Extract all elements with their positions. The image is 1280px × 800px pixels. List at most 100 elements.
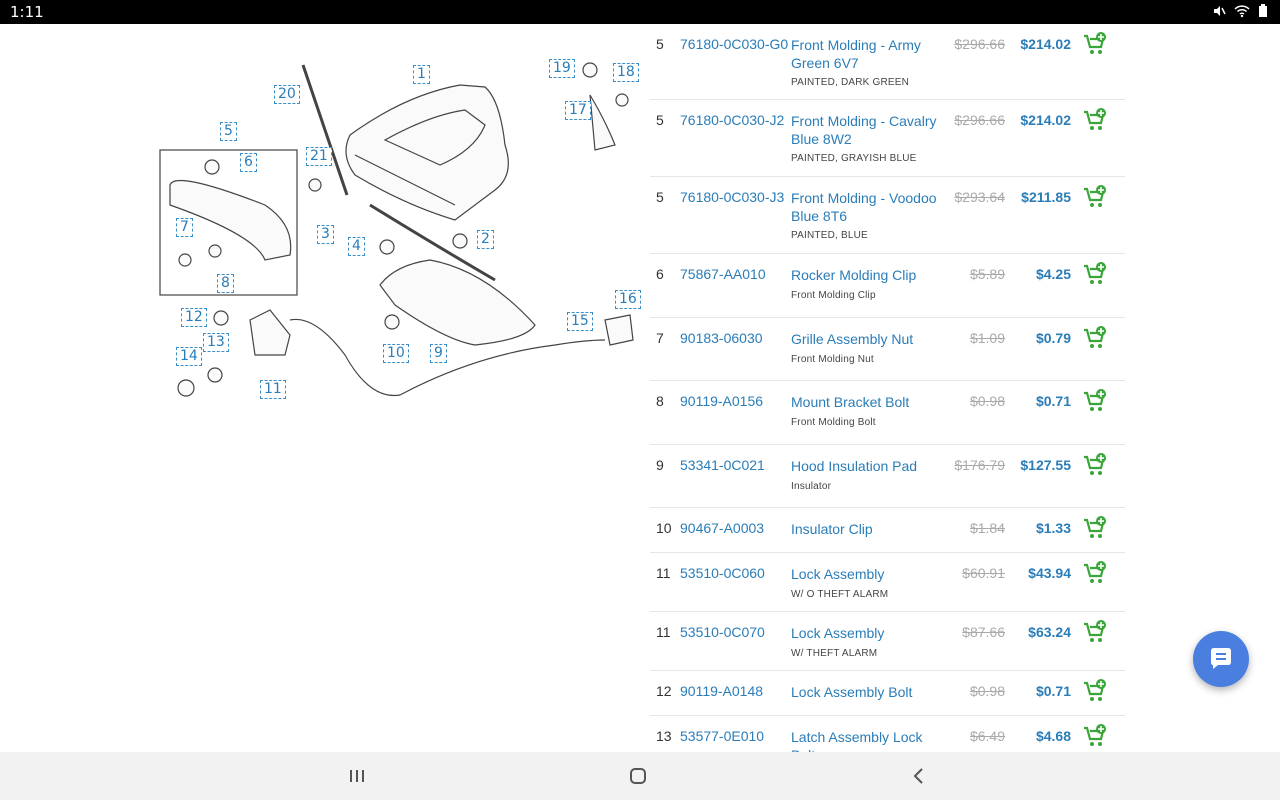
sale-price: $127.55 (1020, 457, 1071, 473)
callout-3[interactable]: 3 (317, 225, 334, 244)
part-note: Insulator (791, 481, 832, 492)
diagram-number: 13 (656, 728, 672, 744)
table-row: 13 53577-0E010 Latch Assembly Lock Bolt … (650, 716, 1125, 752)
part-name-link[interactable]: Front Molding - Cavalry Blue 8W2 (791, 113, 937, 147)
part-number-link[interactable]: 53341-0C021 (680, 457, 765, 473)
table-row: 5 76180-0C030-J2 Front Molding - Cavalry… (650, 100, 1125, 177)
diagram-number: 8 (656, 393, 664, 409)
recent-apps-button[interactable] (337, 762, 377, 790)
part-name-link[interactable]: Lock Assembly Bolt (791, 684, 913, 700)
add-to-cart-icon[interactable] (1083, 453, 1107, 477)
add-to-cart-icon[interactable] (1083, 516, 1107, 540)
diagram-number: 12 (656, 683, 672, 699)
callout-2[interactable]: 2 (477, 230, 494, 249)
callout-19[interactable]: 19 (549, 59, 575, 78)
callout-10[interactable]: 10 (383, 344, 409, 363)
part-number-link[interactable]: 90183-06030 (680, 330, 763, 346)
part-name-link[interactable]: Front Molding - Army Green 6V7 (791, 37, 921, 71)
back-icon (913, 768, 923, 784)
msrp-price: $1.09 (969, 330, 1005, 346)
msrp-price: $293.64 (954, 189, 1005, 205)
add-to-cart-icon[interactable] (1083, 620, 1107, 644)
part-number-link[interactable]: 53510-0C070 (680, 624, 765, 640)
part-number-link[interactable]: 90119-A0148 (680, 683, 764, 699)
part-number-link[interactable]: 53510-0C060 (680, 565, 765, 581)
msrp-price: $5.89 (969, 266, 1005, 282)
part-number-link[interactable]: 90467-A0003 (680, 520, 765, 536)
wifi-icon (1234, 4, 1250, 18)
diagram-number: 9 (656, 457, 664, 473)
callout-16[interactable]: 16 (615, 290, 641, 309)
part-note: Front Molding Nut (791, 354, 874, 365)
status-bar: 1:11 (0, 0, 1280, 24)
msrp-price: $296.66 (954, 36, 1005, 52)
part-name-link[interactable]: Insulator Clip (791, 521, 873, 537)
callout-15[interactable]: 15 (567, 312, 593, 331)
callout-20[interactable]: 20 (274, 85, 300, 104)
callout-18[interactable]: 18 (613, 63, 639, 82)
msrp-price: $6.49 (969, 728, 1005, 744)
callout-14[interactable]: 14 (176, 347, 202, 366)
msrp-price: $87.66 (962, 624, 1005, 640)
callout-9[interactable]: 9 (430, 344, 447, 363)
part-name-link[interactable]: Latch Assembly Lock Bolt (791, 729, 923, 752)
part-number-link[interactable]: 76180-0C030-G0 (680, 36, 789, 52)
callout-5[interactable]: 5 (220, 122, 237, 141)
back-button[interactable] (899, 762, 939, 790)
add-to-cart-icon[interactable] (1083, 389, 1107, 413)
table-row: 10 90467-A0003 Insulator Clip $1.84 $1.3… (650, 508, 1125, 553)
sale-price: $211.85 (1021, 189, 1071, 205)
add-to-cart-icon[interactable] (1083, 679, 1107, 703)
callout-6[interactable]: 6 (240, 153, 257, 172)
part-number-link[interactable]: 90119-A0156 (680, 393, 764, 409)
diagram-number: 10 (656, 520, 672, 536)
sale-price: $0.71 (1035, 393, 1071, 409)
part-name-link[interactable]: Grille Assembly Nut (791, 331, 914, 347)
part-note: W/ THEFT ALARM (791, 648, 878, 659)
msrp-price: $0.98 (969, 393, 1005, 409)
table-row: 6 75867-AA010 Rocker Molding Clip Front … (650, 254, 1125, 318)
recent-apps-icon (350, 770, 364, 782)
part-note: PAINTED, GRAYISH BLUE (791, 153, 917, 164)
sale-price: $4.25 (1035, 266, 1071, 282)
part-name-link[interactable]: Front Molding - Voodoo Blue 8T6 (791, 190, 937, 224)
table-row: 8 90119-A0156 Mount Bracket Bolt Front M… (650, 381, 1125, 445)
part-name-link[interactable]: Rocker Molding Clip (791, 267, 917, 283)
table-row: 12 90119-A0148 Lock Assembly Bolt $0.98 … (650, 671, 1125, 716)
callout-11[interactable]: 11 (260, 380, 286, 399)
callout-1[interactable]: 1 (413, 65, 430, 84)
callout-13[interactable]: 13 (203, 333, 229, 352)
msrp-price: $60.91 (962, 565, 1005, 581)
add-to-cart-icon[interactable] (1083, 185, 1107, 209)
callout-4[interactable]: 4 (348, 237, 365, 256)
diagram-number: 5 (656, 112, 664, 128)
part-number-link[interactable]: 75867-AA010 (680, 266, 766, 282)
add-to-cart-icon[interactable] (1083, 262, 1107, 286)
part-note: PAINTED, BLUE (791, 230, 868, 241)
part-number-link[interactable]: 76180-0C030-J2 (680, 112, 785, 128)
chat-button[interactable] (1193, 631, 1249, 687)
add-to-cart-icon[interactable] (1083, 326, 1107, 350)
part-name-link[interactable]: Mount Bracket Bolt (791, 394, 910, 410)
callout-8[interactable]: 8 (217, 274, 234, 293)
table-row: 9 53341-0C021 Hood Insulation Pad Insula… (650, 445, 1125, 508)
add-to-cart-icon[interactable] (1083, 108, 1107, 132)
part-name-link[interactable]: Hood Insulation Pad (791, 458, 918, 474)
callout-21[interactable]: 21 (306, 147, 332, 166)
callout-12[interactable]: 12 (181, 308, 207, 327)
part-name-link[interactable]: Lock Assembly (791, 566, 885, 582)
add-to-cart-icon[interactable] (1083, 724, 1107, 748)
part-name-link[interactable]: Lock Assembly (791, 625, 885, 641)
status-time: 1:11 (10, 3, 44, 21)
part-number-link[interactable]: 76180-0C030-J3 (680, 189, 785, 205)
add-to-cart-icon[interactable] (1083, 32, 1107, 56)
diagram-number: 7 (656, 330, 664, 346)
home-icon (630, 768, 646, 784)
callout-7[interactable]: 7 (176, 218, 193, 237)
callout-17[interactable]: 17 (565, 101, 591, 120)
add-to-cart-icon[interactable] (1083, 561, 1107, 585)
sale-price: $0.79 (1035, 330, 1071, 346)
part-number-link[interactable]: 53577-0E010 (680, 728, 765, 744)
home-button[interactable] (618, 762, 658, 790)
part-note: W/ O THEFT ALARM (791, 589, 889, 600)
